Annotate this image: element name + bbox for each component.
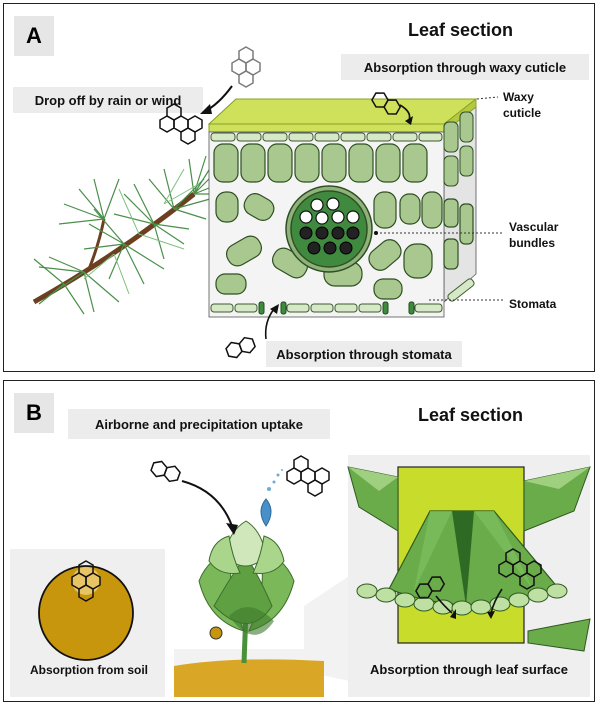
vascular-label-line1: Vascular (509, 220, 559, 234)
stomata-label: Stomata (509, 297, 557, 311)
panel-b: B Leaf section Airborne and precipitatio… (3, 380, 595, 702)
water-drop-icon (260, 469, 283, 527)
panel-a-letter: A (14, 16, 54, 56)
panel-b-diagram (10, 455, 591, 697)
leaf-surface-absorption-label: Absorption through leaf surface (370, 661, 568, 677)
panel-b-title: Leaf section (418, 405, 524, 425)
panel-a-title: Leaf section (408, 20, 514, 40)
drop-off-label: Drop off by rain or wind (13, 87, 203, 113)
pyrene-icon (72, 561, 100, 601)
vascular-label-line2: bundles (509, 236, 556, 250)
panel-a-diagram (32, 4, 504, 373)
airborne-uptake-label: Airborne and precipitation uptake (68, 409, 330, 439)
waxy-label-line2: cuticle (503, 106, 542, 120)
plant-icon (174, 520, 324, 697)
naphthalene-icon (150, 459, 182, 484)
soil-absorption-label: Absorption from soil (30, 663, 148, 677)
soil-sphere (38, 565, 134, 661)
pine-branch-icon (32, 155, 225, 315)
stomata-absorption-label: Absorption through stomata (266, 341, 462, 367)
pyrene-icon (232, 47, 260, 87)
vascular-bundles-label: Vascular bundles (509, 219, 558, 251)
panel-b-letter: B (14, 393, 54, 433)
panel-a: A Leaf section Absorption through waxy c… (3, 3, 595, 372)
naphthalene-icon (225, 335, 257, 360)
benzo-pyrene-icon (160, 104, 202, 144)
benzo-pyrene-icon (287, 456, 329, 496)
vascular-bundle (285, 185, 373, 273)
cuticle-absorption-label: Absorption through waxy cuticle (341, 54, 589, 80)
waxy-cuticle-label: Waxy cuticle (503, 89, 541, 121)
waxy-label-line1: Waxy (503, 90, 534, 104)
